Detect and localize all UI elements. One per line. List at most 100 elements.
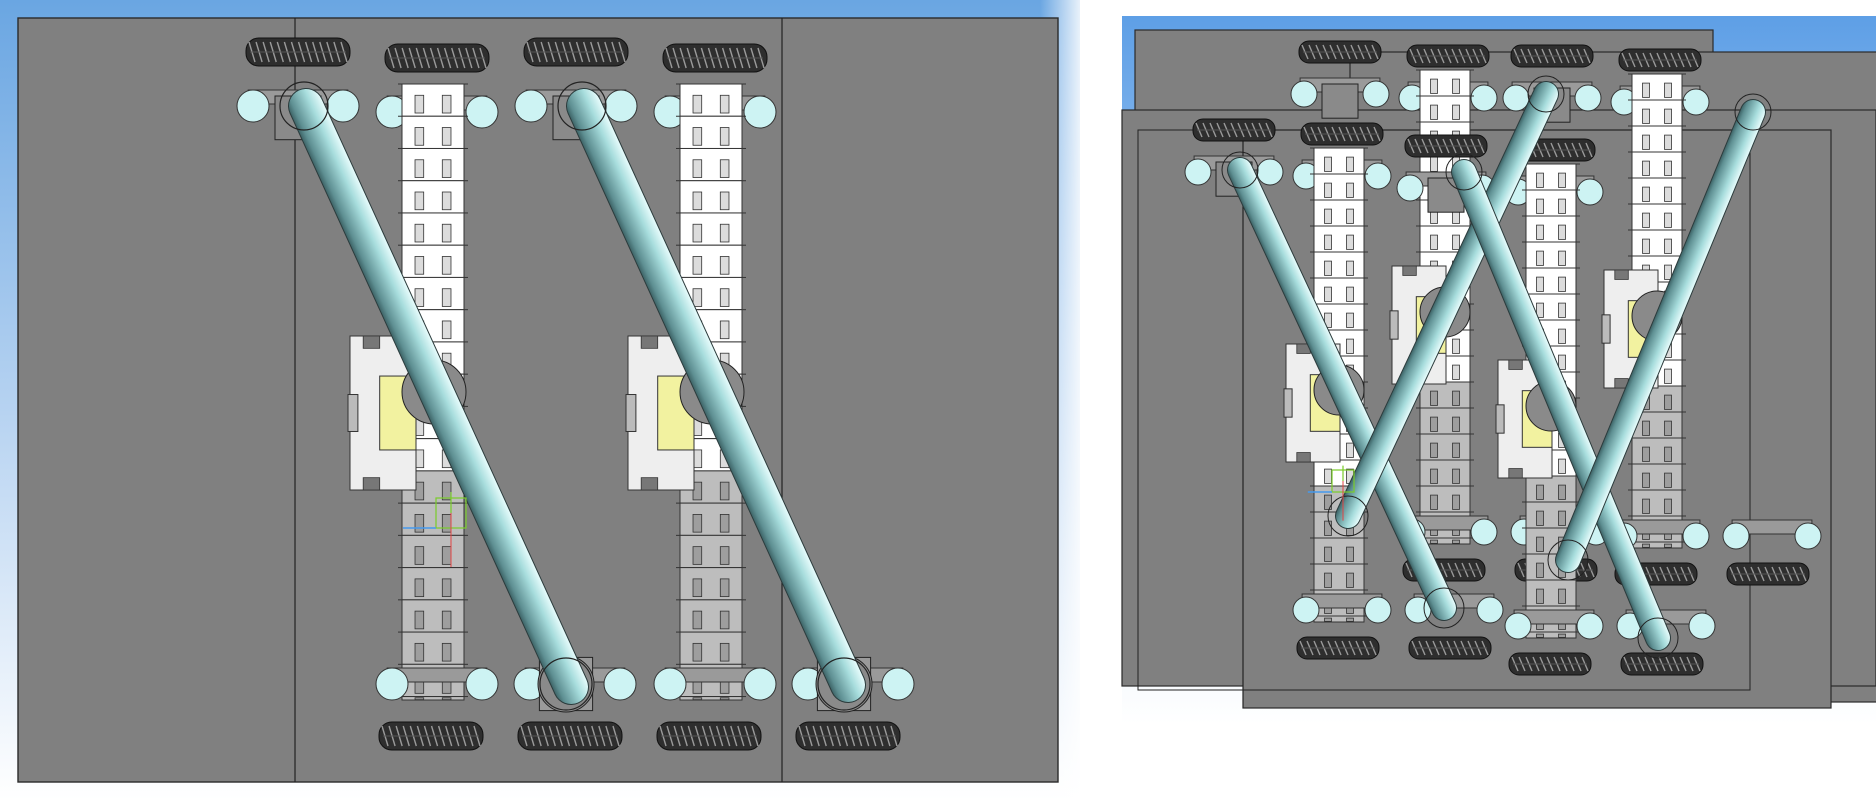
track-tab [1324,234,1332,250]
track-tab [1430,78,1438,94]
track-tab [1536,536,1544,552]
track-tab [1452,416,1460,432]
track-tab [1324,182,1332,198]
rod-joint-iso [1327,495,1369,537]
housing-clip [1389,310,1399,340]
roller [1292,596,1320,624]
tire [1298,40,1382,64]
track-tab [719,159,730,178]
track-link [401,83,465,117]
track-tab [719,481,730,501]
track-tab [414,697,425,701]
housing-clip [347,394,359,432]
track-tab [414,546,425,565]
rod-body [1556,100,1765,572]
roller [1364,596,1392,624]
track-tab [414,191,425,211]
joint-ring [1637,617,1679,659]
track-tab [719,191,730,211]
track-tab [1430,156,1438,172]
cad-scene-isometric[interactable] [1108,0,1876,800]
tire [517,721,623,751]
track-tab [1536,562,1544,578]
connecting-rod [288,88,589,705]
housing-tab [640,335,659,349]
drive-unit-iso [1396,134,1716,676]
track-tab [1558,510,1566,526]
track-tab [1430,539,1438,544]
track-tab [441,610,452,630]
roller [514,89,548,123]
track-link [679,631,743,665]
track-tab [1664,420,1672,436]
base-plate [17,17,1059,783]
track-link [1313,225,1365,253]
track-tab [692,256,703,275]
roller [1502,84,1530,112]
cad-viewport-isometric[interactable] [1108,0,1876,800]
track-link [1631,489,1683,517]
track-tab [1324,617,1332,622]
roller [1256,158,1284,186]
track-link [401,599,465,633]
cad-scene-top[interactable] [0,0,1080,800]
drive-unit-iso [1502,44,1822,586]
track-tab [1642,446,1650,462]
track-tab [441,320,452,340]
track-tab [1536,484,1544,500]
connecting-rod [1335,81,1559,529]
track-tab [692,546,703,565]
track-tab [692,481,703,501]
track-tab [1642,498,1650,514]
housing-tab [1614,269,1629,280]
roller [375,667,409,701]
tire [795,721,901,751]
track-tab [1536,198,1544,214]
track-link [1313,173,1365,201]
track-tab [1664,134,1672,150]
track-tab [1558,198,1566,214]
track-tab [1324,468,1332,484]
track-link [401,567,465,601]
joint-ring [1527,75,1565,113]
track-tab [414,578,425,598]
coordinate-triad-icon [403,492,467,567]
track-tab [692,288,703,307]
roller [1504,612,1532,640]
track-tab [1452,338,1460,354]
track-tab [441,578,452,598]
track-tab [1536,588,1544,604]
track-tab [414,223,425,243]
track-tab [441,256,452,275]
track-link [1313,147,1365,175]
roller [1682,522,1710,550]
track-link [679,115,743,149]
tire [1510,44,1594,68]
track-tab [414,127,425,146]
track-tab [414,514,425,533]
track-tab [692,191,703,211]
track-tab [1452,468,1460,484]
track-tab [1664,264,1672,280]
track [676,83,746,701]
track-link [1525,189,1577,217]
track-tab [1558,224,1566,240]
rod-bottom-joint [539,657,593,711]
roller-bracket [1290,77,1390,119]
tire [378,721,484,751]
track-tab [1324,520,1332,536]
track-tab [1452,364,1460,380]
roller [1574,84,1602,112]
tire [523,37,629,67]
track-tab [1536,250,1544,266]
housing-tab [362,335,381,349]
roller [1794,522,1822,550]
track-link [1631,151,1683,179]
cad-viewport-top[interactable] [0,0,1080,800]
track-tab [414,642,425,662]
joint-ring [817,657,871,711]
track-tab [719,256,730,275]
rod-joint-iso [1637,617,1679,659]
track-tab [719,546,730,565]
track-link [1631,229,1683,257]
